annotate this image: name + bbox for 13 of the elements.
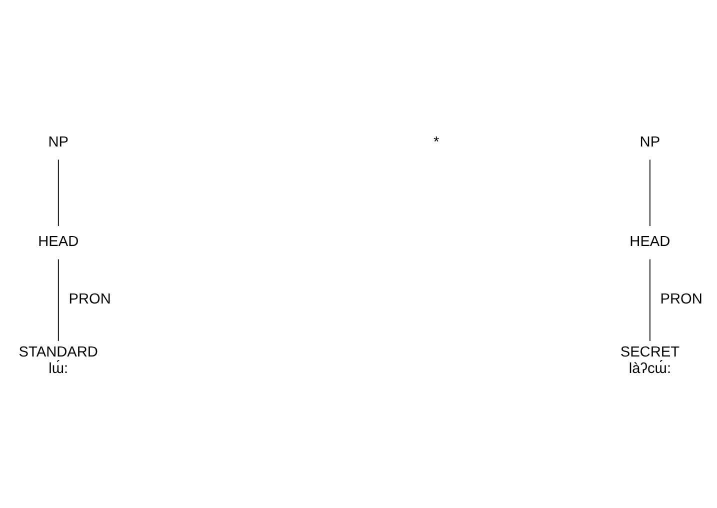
edge-label: PRON (68, 292, 111, 308)
connector (649, 258, 650, 342)
node-text: NP (48, 134, 69, 151)
connector (58, 159, 59, 226)
node-text: SECRET làʔcɯ́: (620, 344, 680, 377)
node-text: STANDARD lɯ́: (18, 344, 98, 377)
node-text: HEAD (38, 234, 79, 250)
label: * (433, 134, 440, 151)
edge-label: PRON (660, 292, 702, 308)
connector (649, 159, 650, 226)
node-text: NP (640, 134, 660, 151)
node-text: HEAD (630, 234, 670, 250)
connector (58, 258, 59, 342)
